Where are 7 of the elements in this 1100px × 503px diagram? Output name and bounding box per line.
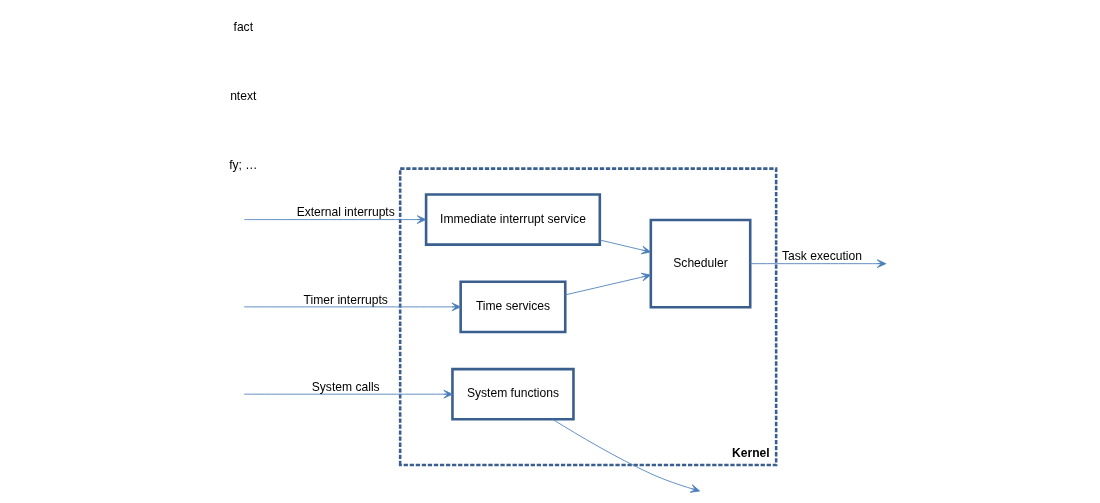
label: ntext	[230, 89, 257, 104]
edge-label: External interrupts	[296, 205, 395, 220]
edge-label: System calls	[311, 379, 380, 394]
label: fact	[233, 19, 254, 34]
edge-label: Timer interrupts	[303, 292, 388, 307]
edge-label: Task execution	[781, 249, 862, 264]
label: fy; …	[229, 158, 258, 173]
